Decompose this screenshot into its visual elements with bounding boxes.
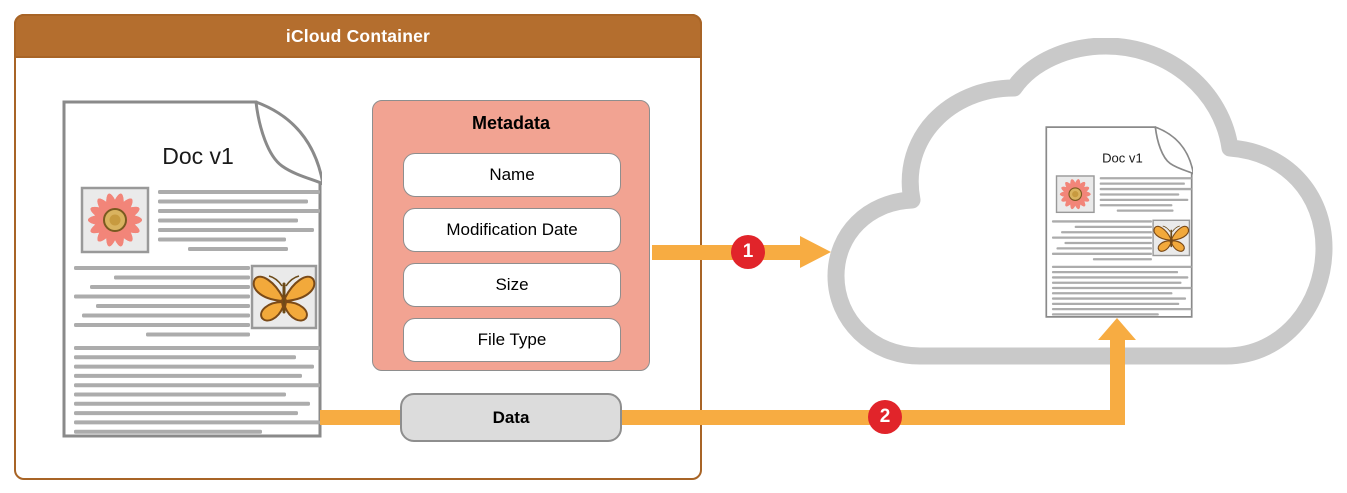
metadata-field-size: Size [403, 263, 621, 307]
icloud-container-title: iCloud Container [285, 25, 431, 46]
icloud-container-header: iCloud Container [14, 14, 702, 58]
document-title: Doc v1 [162, 143, 234, 169]
cloud-document-icon: Doc v1 [1045, 126, 1193, 318]
metadata-field-file-type: File Type [403, 318, 621, 362]
metadata-field-modification-date: Modification Date [403, 208, 621, 252]
metadata-arrowhead-icon [800, 236, 831, 268]
icloud-container: iCloud Container Doc v1 Metadata Name Mo… [14, 14, 702, 480]
document-page [62, 100, 322, 438]
document-icon: Doc v1 [62, 100, 322, 438]
data-arrowhead-icon [1098, 318, 1136, 340]
cloud-document-title: Doc v1 [1102, 150, 1143, 165]
cloud-document-page [1045, 126, 1193, 318]
data-flow-line-vertical [1110, 338, 1125, 425]
step-badge-1: 1 [731, 235, 765, 269]
step-badge-2: 2 [868, 400, 902, 434]
metadata-title: Metadata [471, 113, 551, 133]
metadata-field-name: Name [403, 153, 621, 197]
metadata-flow-line [652, 245, 800, 260]
metadata-panel: Metadata Name Modification Date Size Fil… [372, 100, 650, 371]
data-pill: Data [400, 393, 622, 442]
